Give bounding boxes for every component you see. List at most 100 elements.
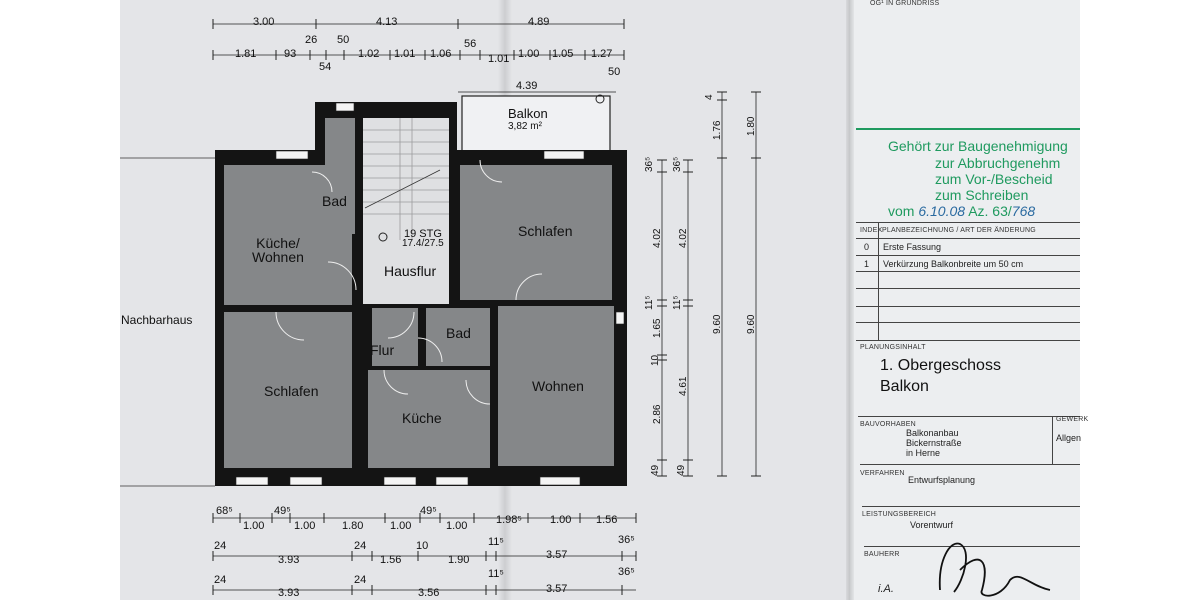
dim-top2-2: 93 [284, 48, 297, 60]
bauvorhaben-line-1: Balkonanbau [906, 428, 959, 438]
stair-count: 19 STG [404, 228, 442, 240]
dim-top-2: 4.13 [376, 16, 398, 28]
planinhalt-line-1: 1. Obergeschoss [880, 357, 1001, 374]
windows [235, 102, 625, 486]
dim-bot3-2: 3.93 [278, 587, 300, 599]
stamp-line-5: vom 6.10.08 Az. 63/768 [888, 203, 1036, 219]
dim-bot1-5: 1.80 [342, 520, 364, 532]
door-swings [275, 159, 543, 405]
paper-fold-right [846, 0, 854, 600]
stamp-border [856, 128, 1080, 130]
dim-right3-1: 4 [704, 94, 715, 100]
dim-right1-5: 10 [650, 354, 661, 366]
room-fills [224, 118, 614, 468]
leistung-value: Vorentwurf [910, 520, 954, 530]
dim-balcony-width: 4.39 [516, 80, 538, 92]
tb-rule [860, 464, 1080, 465]
stairwell [363, 118, 449, 304]
dim-top2-6: 1.02 [358, 48, 380, 60]
dim-bot2-2: 3.93 [278, 554, 300, 566]
tb-rule [1052, 416, 1053, 464]
neighbour-house-label: Nachbarhaus [121, 313, 193, 327]
dim-right2-2: 4.02 [678, 228, 689, 248]
tb-rule [856, 288, 1080, 289]
stamp-line-2: zur Abbruchgenehm [935, 155, 1061, 171]
planinhalt-line-2: Balkon [880, 378, 929, 395]
hallway-label: Hausflur [384, 263, 437, 279]
dim-bot1-1: 68⁵ [216, 505, 233, 517]
dim-top2-5: 54 [319, 61, 332, 73]
bath-mid-label: Bad [446, 325, 471, 341]
tb-rule [856, 271, 1080, 272]
stamp-line-4: zum Schreiben [935, 187, 1029, 203]
dim-right2-1: 36⁵ [672, 156, 683, 172]
kitchen-label: Küche [402, 410, 442, 426]
dim-bot2-8: 3.57 [546, 549, 568, 561]
planinhalt-label: PLANUNGSINHALT [860, 344, 926, 351]
dim-top2-9: 56 [464, 38, 477, 50]
verfahren-value: Entwurfsplanung [908, 475, 976, 485]
dim-bot3-6: 3.57 [546, 583, 568, 595]
dim-right1-3: 11⁵ [644, 295, 655, 310]
stamp-line-3: zum Vor-/Bescheid [935, 171, 1053, 187]
dim-top2-4: 50 [337, 34, 350, 46]
corridor-label: Flur [370, 342, 395, 358]
dim-bot1-2: 1.00 [243, 520, 265, 532]
dim-top2-3: 26 [305, 34, 318, 46]
dim-bot2-5: 10 [416, 540, 429, 552]
bedroom-right-label: Schlafen [518, 223, 573, 239]
dim-bot3-4: 3.56 [418, 587, 440, 599]
stair-start [378, 232, 388, 242]
bauvorhaben-line-3: in Herne [906, 448, 941, 458]
dim-right2-4: 4.61 [678, 376, 689, 396]
dim-top2-7: 1.01 [394, 48, 416, 60]
tb-rule [856, 255, 1080, 256]
tb-rule [856, 340, 1080, 341]
dim-bot1-11: 1.56 [596, 514, 618, 526]
dim-bot3-5: 11⁵ [488, 568, 504, 580]
dim-right4-1: 1.80 [746, 116, 757, 136]
dim-bot2-7: 11⁵ [488, 536, 504, 548]
dim-bot3-1: 24 [214, 574, 227, 586]
dim-bot3-3: 24 [354, 574, 367, 586]
change-1-text: Verkürzung Balkonbreite um 50 cm [883, 259, 1024, 269]
kitchen-living-label: Küche/ Wohnen [252, 235, 304, 265]
bedroom-left-label: Schlafen [264, 383, 319, 399]
dim-right1-7: 49 [650, 464, 661, 476]
change-0-index: 0 [864, 242, 870, 252]
dim-bot2-9: 36⁵ [618, 534, 635, 546]
dim-right1-6: 2.86 [652, 404, 663, 424]
dim-right2-3: 11⁵ [672, 295, 683, 310]
dim-bot2-6: 1.90 [448, 554, 470, 566]
dim-top2-10: 1.01 [488, 53, 510, 65]
stair-steps [363, 118, 449, 240]
dim-top-3: 4.89 [528, 16, 550, 28]
stamp-line-1: Gehört zur Baugenehmigung [888, 138, 1068, 154]
balcony-label: Balkon [508, 106, 548, 121]
dim-right3-2: 1.76 [712, 120, 723, 140]
dim-bot1-8: 1.00 [446, 520, 468, 532]
tb-rule [856, 238, 1080, 239]
dimension-ticks [212, 19, 761, 595]
tb-rule [856, 322, 1080, 323]
index-header: INDEX [860, 227, 883, 234]
tb-rule [856, 306, 1080, 307]
dim-top2-11: 1.00 [518, 48, 540, 60]
dim-bot3-7: 36⁵ [618, 566, 635, 578]
dim-right1-2: 4.02 [652, 228, 663, 248]
dim-balcony-right: 50 [608, 66, 621, 78]
gewerk-label: GEWERK [1056, 416, 1089, 423]
bauherr-initial: i.A. [878, 583, 894, 595]
title-sheet [850, 0, 1080, 600]
dim-top2-12: 1.05 [552, 48, 574, 60]
change-1-index: 1 [864, 259, 870, 269]
balcony-outline [461, 95, 611, 155]
tb-rule [856, 222, 1080, 223]
tb-rule [858, 416, 1080, 417]
dim-bot2-4: 1.56 [380, 554, 402, 566]
dim-bot1-6: 1.00 [390, 520, 412, 532]
bauherr-label: BAUHERR [864, 551, 900, 558]
living-room-label: Wohnen [532, 378, 584, 394]
stair-ratio: 17.4/27.5 [402, 238, 444, 249]
